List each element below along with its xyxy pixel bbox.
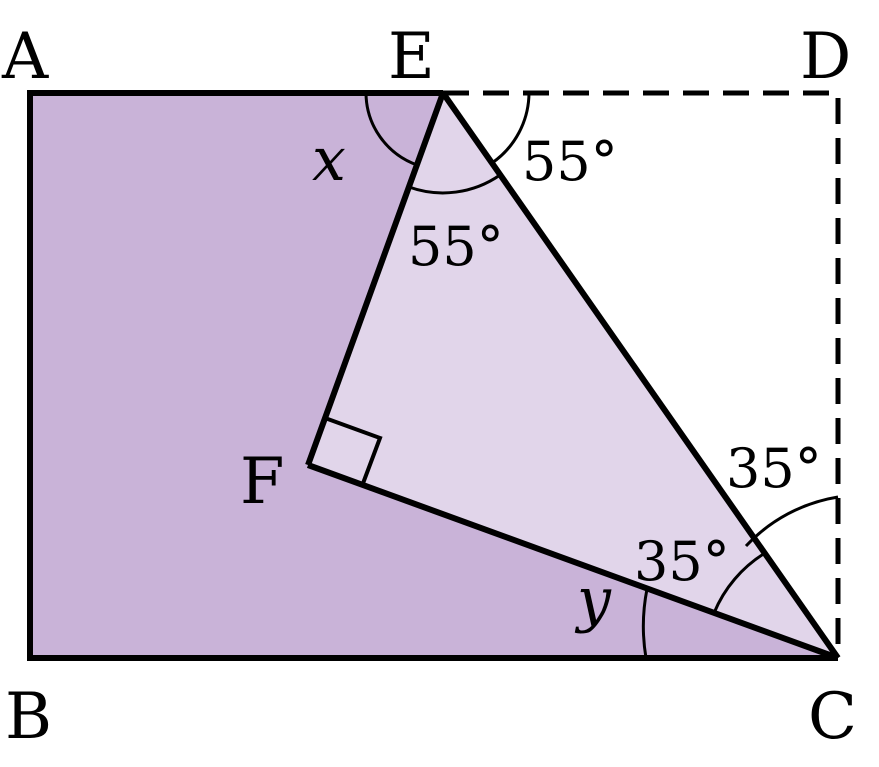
angle-label-c-inner: 35° <box>634 530 730 593</box>
vertex-label-b: B <box>5 680 52 754</box>
angle-label-x: x <box>312 125 346 195</box>
vertex-label-a: A <box>1 20 49 94</box>
folded-triangle-efc <box>308 93 838 658</box>
angle-arc-c-inner <box>712 551 766 614</box>
angle-arc-x <box>364 92 418 167</box>
vertex-label-e: E <box>388 20 435 94</box>
shaded-pentagon-abcfe <box>30 93 838 658</box>
vertex-label-c: C <box>808 680 857 754</box>
vertex-label-d: D <box>800 20 851 94</box>
edge-e-a-b-c <box>27 90 838 661</box>
angle-label-y: y <box>574 565 612 635</box>
angle-arc-e-inner <box>408 173 501 195</box>
angle-label-c-outer: 35° <box>726 437 822 500</box>
angle-arc-y <box>641 588 649 659</box>
right-angle-mark-f <box>324 416 383 487</box>
angle-arc-e-outer <box>491 92 531 165</box>
angle-label-e-inner: 55° <box>408 215 504 278</box>
edge-f-c <box>306 462 840 661</box>
vertex-label-f: F <box>240 445 284 519</box>
angle-label-e-outer: 55° <box>522 130 618 193</box>
angle-arc-c-outer <box>744 495 839 548</box>
edge-e-c <box>440 91 841 660</box>
dashed-edge-edc <box>443 90 841 658</box>
edge-e-f <box>305 91 446 467</box>
